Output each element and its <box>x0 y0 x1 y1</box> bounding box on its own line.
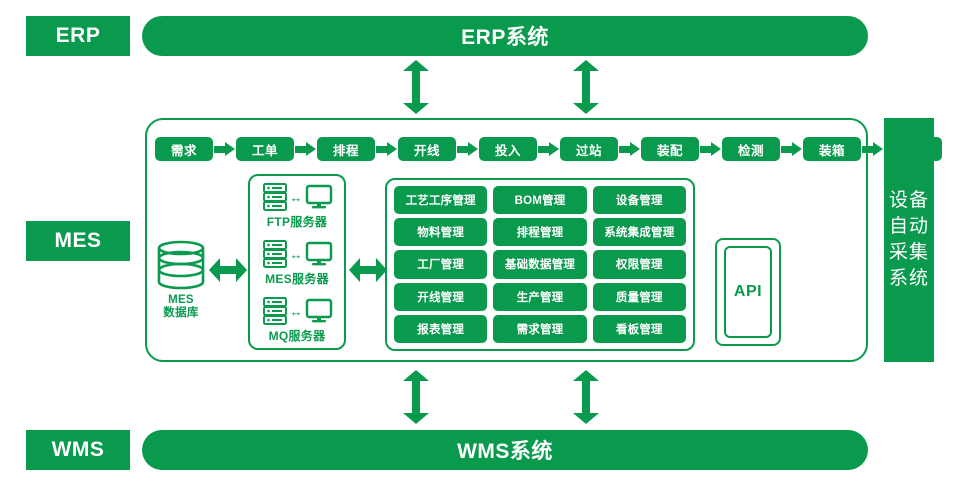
flow-step: 工单 <box>236 137 294 161</box>
module-item[interactable]: 看板管理 <box>592 314 686 343</box>
server-icons: ↔ <box>262 239 333 269</box>
module-item[interactable]: 权限管理 <box>592 250 686 279</box>
flow-step: 需求 <box>155 137 213 161</box>
database-caption: MES 数据库 <box>155 294 207 320</box>
flow-arrow-icon <box>700 142 721 156</box>
flow-step: 排程 <box>317 137 375 161</box>
flow-step: 开线 <box>398 137 456 161</box>
server-ftp: ↔ FTP服务器 <box>250 182 344 230</box>
module-item[interactable]: 工艺工序管理 <box>394 186 488 215</box>
module-item[interactable]: BOM管理 <box>493 186 587 215</box>
arrowhead-right <box>376 258 387 282</box>
flow-arrow-icon <box>295 142 316 156</box>
mes-database: MES 数据库 <box>155 240 207 320</box>
arrowhead-down <box>403 413 429 424</box>
server-icons: ↔ <box>262 182 333 212</box>
database-icon <box>157 240 205 290</box>
arrowhead-left <box>209 258 220 282</box>
database-caption-line2: 数据库 <box>163 307 199 319</box>
arrow-shaft <box>582 69 590 105</box>
api-gateway: API <box>715 238 781 346</box>
arrow-shaft <box>359 266 377 274</box>
arrowhead-up <box>403 370 429 381</box>
module-item[interactable]: 开线管理 <box>394 282 488 311</box>
flow-arrow-icon <box>376 142 397 156</box>
arrowhead-down <box>403 103 429 114</box>
bidirectional-link-icon: ↔ <box>289 303 303 319</box>
server-rack-icon <box>262 240 287 268</box>
flow-arrow-icon <box>538 142 559 156</box>
layer-label-wms: WMS <box>26 430 130 470</box>
module-item[interactable]: 生产管理 <box>493 282 587 311</box>
module-item[interactable]: 物料管理 <box>394 218 488 247</box>
flow-arrow-icon <box>619 142 640 156</box>
arrowhead-up <box>403 60 429 71</box>
server-icons: ↔ <box>262 296 333 326</box>
module-item[interactable]: 质量管理 <box>592 282 686 311</box>
arrow-erp-mes-left <box>403 60 429 114</box>
bidirectional-link-icon: ↔ <box>289 189 303 205</box>
server-label: MQ服务器 <box>268 329 326 343</box>
mes-module-grid: 工艺工序管理 BOM管理 设备管理 物料管理 排程管理 系统集成管理 工厂管理 … <box>385 178 695 351</box>
wms-system-bar: WMS系统 <box>142 430 868 470</box>
erp-system-bar: ERP系统 <box>142 16 868 56</box>
arrow-database-servers <box>209 258 247 282</box>
server-mes: ↔ MES服务器 <box>250 239 344 287</box>
server-group: ↔ FTP服务器 <box>248 174 346 350</box>
flow-arrow-icon <box>862 142 883 156</box>
module-item[interactable]: 报表管理 <box>394 314 488 343</box>
arrowhead-left <box>349 258 360 282</box>
module-item[interactable]: 工厂管理 <box>394 250 488 279</box>
arrowhead-right <box>236 258 247 282</box>
arrowhead-down <box>573 413 599 424</box>
bidirectional-link-icon: ↔ <box>289 246 303 262</box>
module-item[interactable]: 设备管理 <box>592 186 686 215</box>
flow-step: 装箱 <box>803 137 861 161</box>
monitor-icon <box>305 241 332 266</box>
arrowhead-down <box>573 103 599 114</box>
flow-step: 过站 <box>560 137 618 161</box>
module-item[interactable]: 排程管理 <box>493 218 587 247</box>
equipment-collection-system: 设备自动采集系统 <box>884 118 934 362</box>
server-label: FTP服务器 <box>266 215 328 229</box>
flow-step: 投入 <box>479 137 537 161</box>
flow-step: 装配 <box>641 137 699 161</box>
arrow-mes-wms-left <box>403 370 429 424</box>
arrow-shaft <box>582 379 590 415</box>
flow-arrow-icon <box>457 142 478 156</box>
server-rack-icon <box>262 183 287 211</box>
database-caption-line1: MES <box>168 294 194 306</box>
layer-label-erp: ERP <box>26 16 130 56</box>
module-item[interactable]: 系统集成管理 <box>592 218 686 247</box>
arrowhead-up <box>573 370 599 381</box>
api-label: API <box>724 246 772 338</box>
monitor-icon <box>305 184 332 209</box>
arrow-servers-modules <box>349 258 387 282</box>
arrow-erp-mes-right <box>573 60 599 114</box>
flow-arrow-icon <box>781 142 802 156</box>
flow-arrow-icon <box>214 142 235 156</box>
server-mq: ↔ MQ服务器 <box>250 296 344 344</box>
arrow-shaft <box>219 266 237 274</box>
production-flow: 需求 工单 排程 开线 投入 过站 装配 检测 装箱 入库 <box>155 134 942 164</box>
module-item[interactable]: 需求管理 <box>493 314 587 343</box>
layer-label-mes: MES <box>26 221 130 261</box>
monitor-icon <box>305 298 332 323</box>
equipment-collection-label: 设备自动采集系统 <box>888 190 929 289</box>
module-item[interactable]: 基础数据管理 <box>493 250 587 279</box>
server-rack-icon <box>262 297 287 325</box>
arrowhead-up <box>573 60 599 71</box>
flow-step: 检测 <box>722 137 780 161</box>
server-label: MES服务器 <box>265 272 329 286</box>
arrow-shaft <box>412 69 420 105</box>
arrow-shaft <box>412 379 420 415</box>
arrow-mes-wms-right <box>573 370 599 424</box>
